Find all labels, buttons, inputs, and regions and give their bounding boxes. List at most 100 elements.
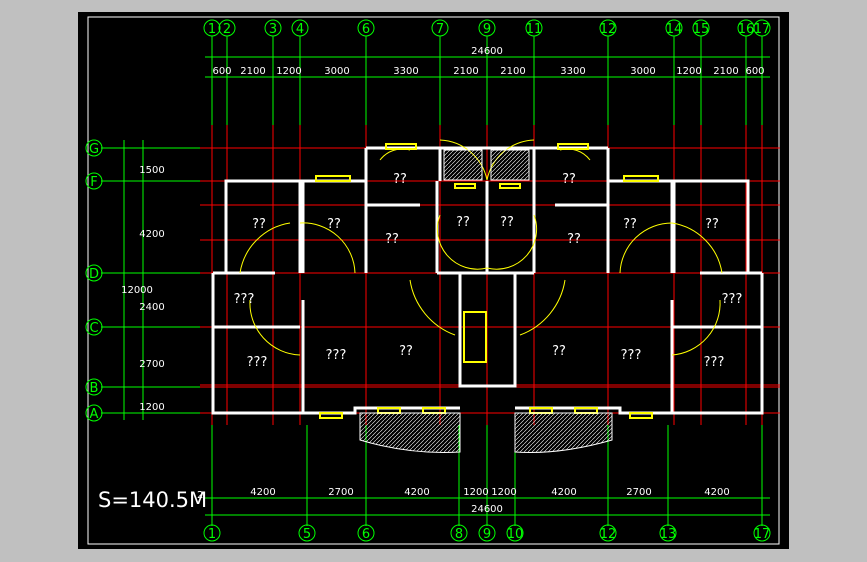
axis-label-bottom: 17: [754, 527, 771, 542]
top-total-dimension: 24600: [471, 46, 503, 57]
inner-frame-border: [87, 16, 780, 545]
axis-label-top: 2: [223, 22, 231, 37]
room-label: ??: [399, 344, 413, 359]
axis-bubble-left: [85, 318, 103, 336]
axis-bubble-left: [85, 139, 103, 157]
room-label: ???: [722, 292, 743, 307]
axis-label-left: F: [90, 175, 97, 190]
axis-label-bottom: 8: [455, 527, 463, 542]
dimension-lines: [123, 56, 770, 516]
axis-label-left: G: [89, 142, 99, 157]
axis-bubble-bottom: [357, 524, 375, 542]
axis-label-top: 17: [754, 22, 771, 37]
room-label: ???: [704, 355, 725, 370]
room-label: ??: [705, 217, 719, 232]
room-label: ???: [234, 292, 255, 307]
axis-bubble-top: [203, 19, 221, 37]
axis-bubble-bottom: [753, 524, 771, 542]
axis-label-top: 15: [693, 22, 710, 37]
axis-label-left: A: [90, 407, 99, 422]
top-dimension: 2100: [500, 66, 525, 77]
axis-label-bottom: 13: [660, 527, 677, 542]
axis-label-left: D: [89, 267, 99, 282]
axis-bubble-bottom: [506, 524, 524, 542]
axis-label-bottom: 5: [303, 527, 311, 542]
room-label: ???: [247, 355, 268, 370]
axis-label-top: 12: [600, 22, 617, 37]
bottom-dimension: 4200: [404, 487, 429, 498]
axis-label-top: 16: [738, 22, 755, 37]
bottom-dimension: 2700: [626, 487, 651, 498]
room-label: ??: [385, 232, 399, 247]
axis-label-top: 1: [208, 22, 216, 37]
axis-bubble-top: [525, 19, 543, 37]
bottom-dimension: 4200: [551, 487, 576, 498]
axis-bubble-top: [264, 19, 282, 37]
axis-bubble-left: [85, 378, 103, 396]
axis-bubble-top: [218, 19, 236, 37]
axis-bubble-top: [665, 19, 683, 37]
bottom-total-dimension: 24600: [471, 504, 503, 515]
top-dimension: 3300: [560, 66, 585, 77]
bottom-dimension: 1200: [463, 487, 488, 498]
axis-label-top: 9: [483, 22, 491, 37]
top-dimension: 2100: [713, 66, 738, 77]
axis-bubble-left: [85, 172, 103, 190]
axis-bubble-top: [692, 19, 710, 37]
axis-label-top: 3: [269, 22, 277, 37]
axis-label-bottom: 9: [483, 527, 491, 542]
bottom-dimension: 4200: [704, 487, 729, 498]
left-total-dimension: 12000: [121, 285, 153, 296]
room-label: ??: [393, 172, 407, 187]
axis-label-top: 7: [436, 22, 444, 37]
top-dimension: 3000: [630, 66, 655, 77]
top-dimension: 1200: [276, 66, 301, 77]
axis-bubble-bottom: [599, 524, 617, 542]
axis-label-left: C: [89, 321, 98, 336]
axis-bubble-bottom: [450, 524, 468, 542]
axis-label-bottom: 6: [362, 527, 370, 542]
axis-bubble-bottom: [478, 524, 496, 542]
room-label: ??: [456, 215, 470, 230]
room-label: ??: [252, 217, 266, 232]
axis-bubble-left: [85, 264, 103, 282]
room-label: ??: [562, 172, 576, 187]
axis-bubble-top: [753, 19, 771, 37]
left-dimension: 1200: [139, 402, 164, 413]
axis-label-top: 6: [362, 22, 370, 37]
room-label: ??: [567, 232, 581, 247]
bottom-dimension: 2700: [328, 487, 353, 498]
grid-axis-lines: [85, 19, 771, 542]
drawing-frame: [78, 12, 789, 549]
axis-label-top: 14: [666, 22, 683, 37]
axis-bubble-top: [291, 19, 309, 37]
axis-label-bottom: 10: [507, 527, 524, 542]
axis-label-bottom: 1: [208, 527, 216, 542]
area-label: S=140.5M: [98, 488, 207, 512]
room-label: ??: [500, 215, 514, 230]
left-dimension: 2700: [139, 359, 164, 370]
bottom-dimension: 4200: [250, 487, 275, 498]
bottom-dimension: 1200: [491, 487, 516, 498]
top-dimension: 1200: [676, 66, 701, 77]
axis-bubble-top: [478, 19, 496, 37]
top-dimension: 600: [745, 66, 764, 77]
room-label: ??: [327, 217, 341, 232]
top-dimension: 2100: [240, 66, 265, 77]
room-label: ???: [326, 348, 347, 363]
top-dimension: 3300: [393, 66, 418, 77]
left-dimension: 4200: [139, 229, 164, 240]
axis-bubble-bottom: [203, 524, 221, 542]
room-label: ??: [552, 344, 566, 359]
room-label: ??: [623, 217, 637, 232]
axis-bubble-top: [431, 19, 449, 37]
axis-label-top: 11: [526, 22, 543, 37]
axis-label-top: 4: [296, 22, 304, 37]
axis-bubble-bottom: [298, 524, 316, 542]
axis-label-left: B: [90, 381, 99, 396]
axis-bubble-top: [357, 19, 375, 37]
axis-bubble-bottom: [659, 524, 677, 542]
room-label: ???: [621, 348, 642, 363]
area-superscript: 2: [197, 490, 203, 501]
